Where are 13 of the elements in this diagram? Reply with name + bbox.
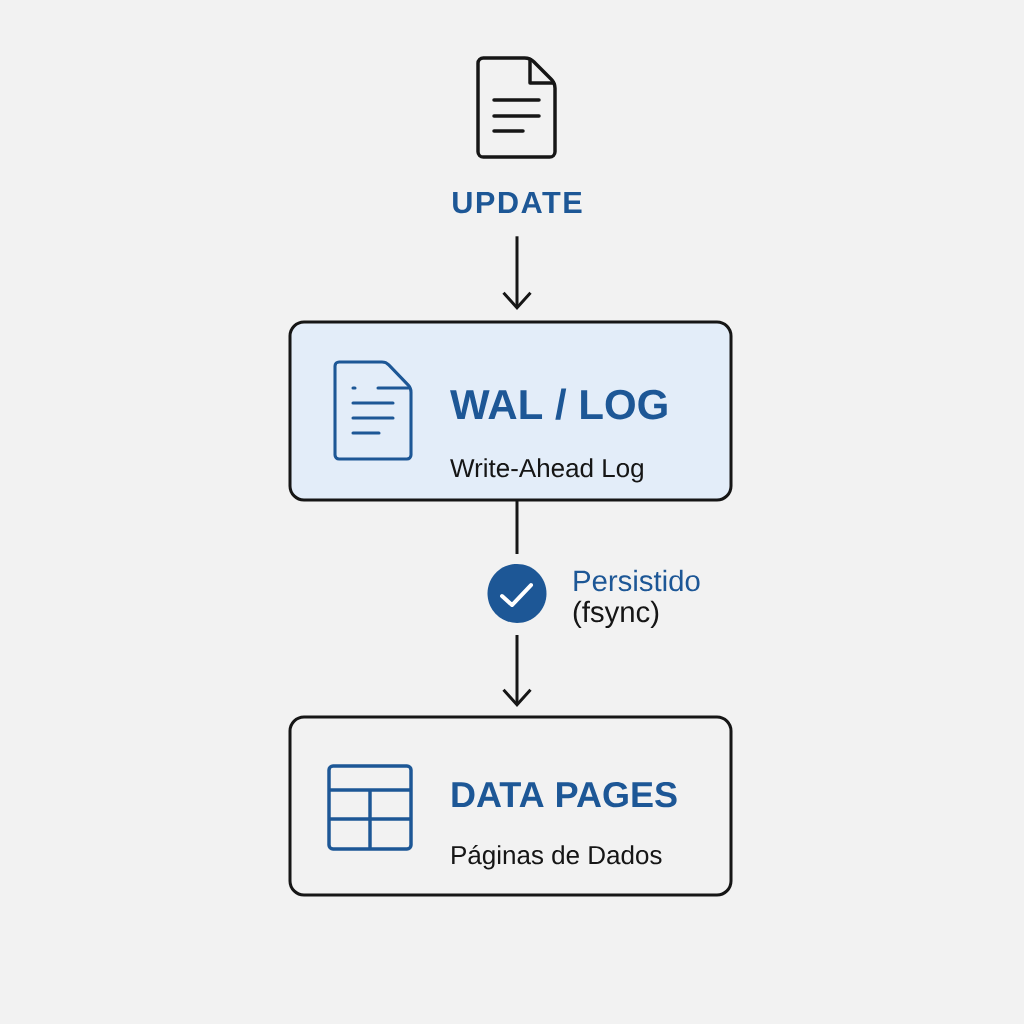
step-label: UPDATE <box>453 191 582 214</box>
box-subtitle: Páginas de Dados <box>452 844 662 870</box>
process-box <box>288 715 733 897</box>
box-title: WAL / LOG <box>450 388 667 420</box>
connector-line <box>515 500 519 554</box>
status-label: (fsync) <box>573 600 659 629</box>
status-label: Persistido <box>574 569 700 592</box>
check-icon <box>487 564 547 623</box>
box-subtitle: Write-Ahead Log <box>450 458 643 483</box>
arrow <box>502 635 532 707</box>
arrow <box>502 236 532 310</box>
process-box <box>288 320 733 502</box>
box-title: DATA PAGES <box>452 781 677 808</box>
